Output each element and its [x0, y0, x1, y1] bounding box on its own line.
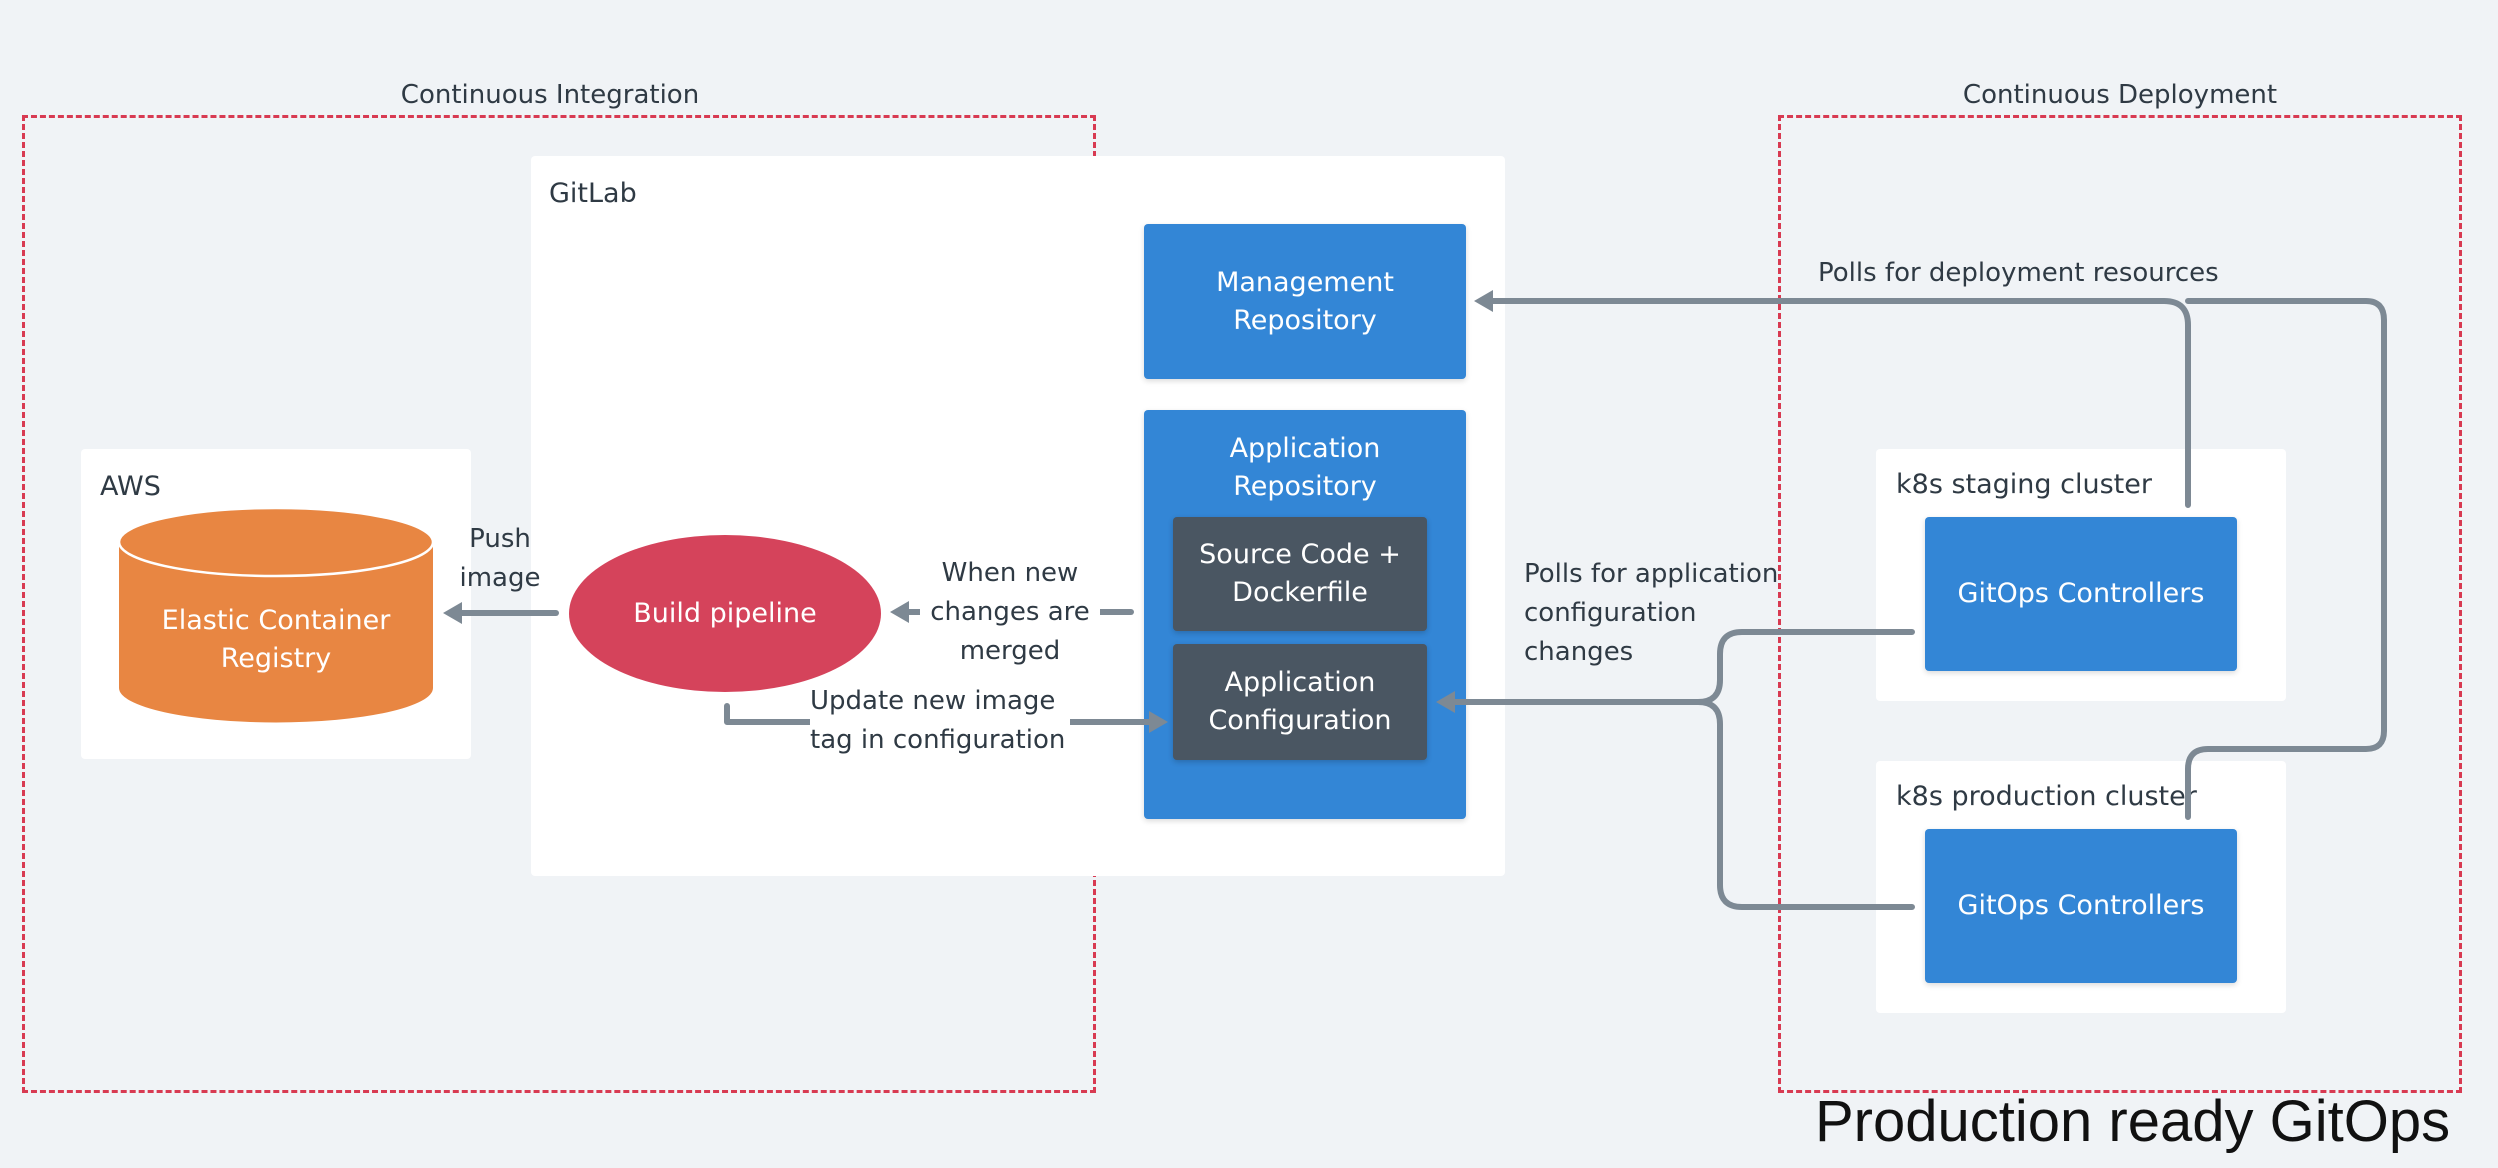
application-repository-label: Application Repository — [1229, 433, 1381, 502]
cd-group-border — [1778, 115, 2462, 1093]
build-pipeline-label: Build pipeline — [633, 598, 817, 629]
gitops-controllers-staging-label: GitOps Controllers — [1957, 578, 2205, 609]
application-configuration-node[interactable]: Application Configuration — [1173, 644, 1427, 760]
gitops-controllers-production-node[interactable]: GitOps Controllers — [1925, 829, 2237, 983]
source-code-label: Source Code + Dockerfile — [1199, 539, 1401, 608]
ci-group-label: Continuous Integration — [400, 80, 700, 110]
gitops-controllers-production-label: GitOps Controllers — [1957, 890, 2205, 921]
cd-group-label: Continuous Deployment — [1962, 80, 2278, 110]
management-repository-label: Management Repository — [1216, 266, 1394, 336]
build-pipeline-node[interactable]: Build pipeline — [569, 535, 881, 692]
polls-deployment-label: Polls for deployment resources — [1818, 258, 2219, 288]
ecr-label[interactable]: Elastic Container Registry — [161, 605, 391, 674]
push-image-label: Push image — [459, 524, 541, 593]
gitops-controllers-staging-node[interactable]: GitOps Controllers — [1925, 517, 2237, 671]
source-code-node[interactable]: Source Code + Dockerfile — [1173, 517, 1427, 631]
polls-application-label: Polls for application configuration chan… — [1524, 559, 1779, 667]
staging-cluster-label: k8s staging cluster — [1896, 469, 2152, 500]
gitlab-label: GitLab — [549, 178, 637, 209]
management-repository-node[interactable]: Management Repository — [1144, 224, 1466, 379]
aws-label: AWS — [100, 471, 161, 502]
production-cluster-label: k8s production cluster — [1896, 781, 2197, 812]
diagram-title: Production ready GitOps — [1815, 1089, 2451, 1154]
update-tag-label: Update new image tag in configuration — [810, 682, 1070, 760]
application-configuration-label: Application Configuration — [1208, 667, 1392, 736]
when-merged-label: When new changes are merged — [920, 554, 1100, 671]
